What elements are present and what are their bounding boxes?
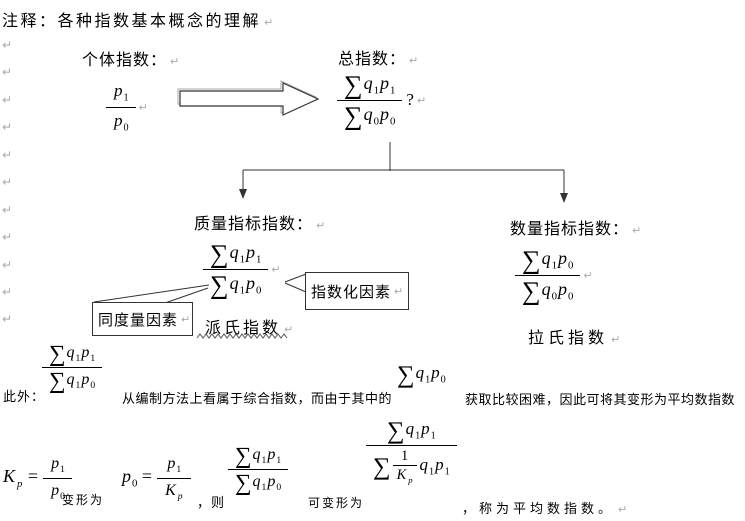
denominator-tail: q1p1 xyxy=(419,454,450,478)
derivation-suffix: ，称为平均数指数。 xyxy=(462,501,616,516)
quality-index-label-row: 质量指标指数：↵ xyxy=(194,210,325,234)
total-index-formula: ∑q1p1 ∑q0p0 ? ↵ xyxy=(337,70,426,130)
paasche-name: 派氏指数 xyxy=(205,320,282,337)
denominator: ∑q0p0 xyxy=(515,274,581,306)
denominator: p0 xyxy=(106,106,136,137)
paasche-formula: ∑q1p1 ∑q1p0 ↵ xyxy=(203,239,281,299)
quantity-index-label-row: 数量指标指数：↵ xyxy=(510,215,641,239)
return-mark-icon: ↵ xyxy=(284,323,294,336)
paasche-name-row: 派氏指数↵ xyxy=(205,314,293,338)
connector-text-1: 变形为 xyxy=(62,493,105,507)
left-callout-line-lower xyxy=(164,287,209,304)
p0-lhs: p0 = xyxy=(122,466,153,490)
total-index-label-row: 总指数：↵ xyxy=(338,45,418,69)
paragraph-return-mark-icon: ↵ xyxy=(2,175,13,189)
connector-text-2: ，则 xyxy=(197,495,226,510)
inner-numerator: 1 xyxy=(400,447,409,464)
numerator: ∑q1p1 xyxy=(49,341,96,368)
derivation-fraction: ∑q1p1 ∑q1p0 xyxy=(228,443,289,496)
squiggly-underline xyxy=(196,333,288,339)
paragraph-return-mark-icon: ↵ xyxy=(2,258,13,272)
laspeyres-formula: ∑q1p0 ∑q0p0 ↵ xyxy=(515,245,593,305)
return-mark-icon: ↵ xyxy=(316,219,326,232)
paragraph-return-mark-icon: ↵ xyxy=(2,120,13,134)
right-callout-box: 指数化因素↵ xyxy=(305,272,409,310)
return-mark-icon: ↵ xyxy=(632,224,642,237)
numerator: ∑q1p0 xyxy=(522,245,574,275)
numerator: p1 xyxy=(114,81,129,104)
denominator: ∑q0p0 xyxy=(337,99,403,131)
right-callout-line-upper xyxy=(284,273,307,283)
numerator: p1 xyxy=(167,455,182,476)
note-text-after: 获取比较困难，因此可将其变形为平均数指数 xyxy=(465,392,736,407)
individual-index-formula: p1 p0 ↵ xyxy=(106,78,148,136)
page-title: 注释：各种指数基本概念的理解 xyxy=(2,13,262,30)
return-mark-icon: ↵ xyxy=(583,268,593,282)
total-index-label: 总指数： xyxy=(338,51,407,68)
numerator: p1 xyxy=(51,455,65,476)
denominator: ∑q1p0 xyxy=(203,268,269,300)
right-arrowhead-icon xyxy=(560,193,568,203)
quality-index-label: 质量指标指数： xyxy=(194,216,314,233)
return-mark-icon: ↵ xyxy=(138,100,148,114)
denominator: ∑q1p0 xyxy=(42,366,103,394)
note-inline-formula: ∑q1p0 xyxy=(397,361,446,389)
left-callout-box: 同度量因素↵ xyxy=(92,302,193,336)
paragraph-return-mark-icon: ↵ xyxy=(2,312,13,326)
right-callout-label: 指数化因素 xyxy=(311,284,392,301)
return-mark-icon: ↵ xyxy=(416,93,427,107)
paragraph-return-mark-icon: ↵ xyxy=(2,38,13,52)
question-mark: ? xyxy=(406,90,414,110)
paragraph-return-mark-icon: ↵ xyxy=(2,65,13,79)
paragraph-return-mark-icon: ↵ xyxy=(2,230,13,244)
return-mark-icon: ↵ xyxy=(170,55,180,68)
quantity-index-label: 数量指标指数： xyxy=(510,221,630,238)
return-mark-icon: ↵ xyxy=(618,503,628,516)
numerator: ∑q1p1 xyxy=(386,417,436,445)
denominator: ∑q1p0 xyxy=(228,468,289,496)
return-mark-icon: ↵ xyxy=(181,312,191,326)
return-mark-icon: ↵ xyxy=(409,54,419,67)
note-prefix: 此外： xyxy=(3,389,46,404)
laspeyres-name-row: 拉氏指数↵ xyxy=(528,324,620,348)
numerator: ∑q1p1 xyxy=(235,443,282,470)
individual-index-label: 个体指数： xyxy=(82,52,168,69)
right-block-arrow xyxy=(179,82,320,116)
note-fraction: ∑q1p1 ∑q1p0 xyxy=(42,341,103,394)
return-mark-icon: ↵ xyxy=(264,16,274,29)
left-callout-line-upper xyxy=(93,284,210,303)
page-title-row: 注释：各种指数基本概念的理解↵ xyxy=(2,7,273,31)
numerator: ∑q1p1 xyxy=(344,70,396,100)
individual-index-label-row: 个体指数：↵ xyxy=(82,46,179,70)
connector-text-3: 可变形为 xyxy=(308,496,365,510)
derivation-suffix-row: ，称为平均数指数。↵ xyxy=(462,498,627,517)
left-arrowhead-icon xyxy=(239,189,247,199)
return-mark-icon: ↵ xyxy=(611,333,621,346)
paragraph-return-mark-icon: ↵ xyxy=(2,285,13,299)
left-callout-label: 同度量因素 xyxy=(98,312,179,329)
sigma-symbol: ∑ xyxy=(373,453,391,481)
return-mark-icon: ↵ xyxy=(394,284,404,298)
laspeyres-name: 拉氏指数 xyxy=(528,330,609,347)
return-mark-icon: ↵ xyxy=(271,262,281,276)
paragraph-return-mark-icon: ↵ xyxy=(2,148,13,162)
paragraph-return-mark-icon: ↵ xyxy=(2,93,13,107)
denominator: p0 xyxy=(43,477,72,505)
right-callout-line-lower xyxy=(284,282,307,293)
paragraph-return-mark-icon: ↵ xyxy=(2,203,13,217)
numerator: ∑q1p1 xyxy=(210,239,262,269)
note-text-before: 从编制方法上看属于综合指数，而由于其中的 xyxy=(122,391,393,406)
